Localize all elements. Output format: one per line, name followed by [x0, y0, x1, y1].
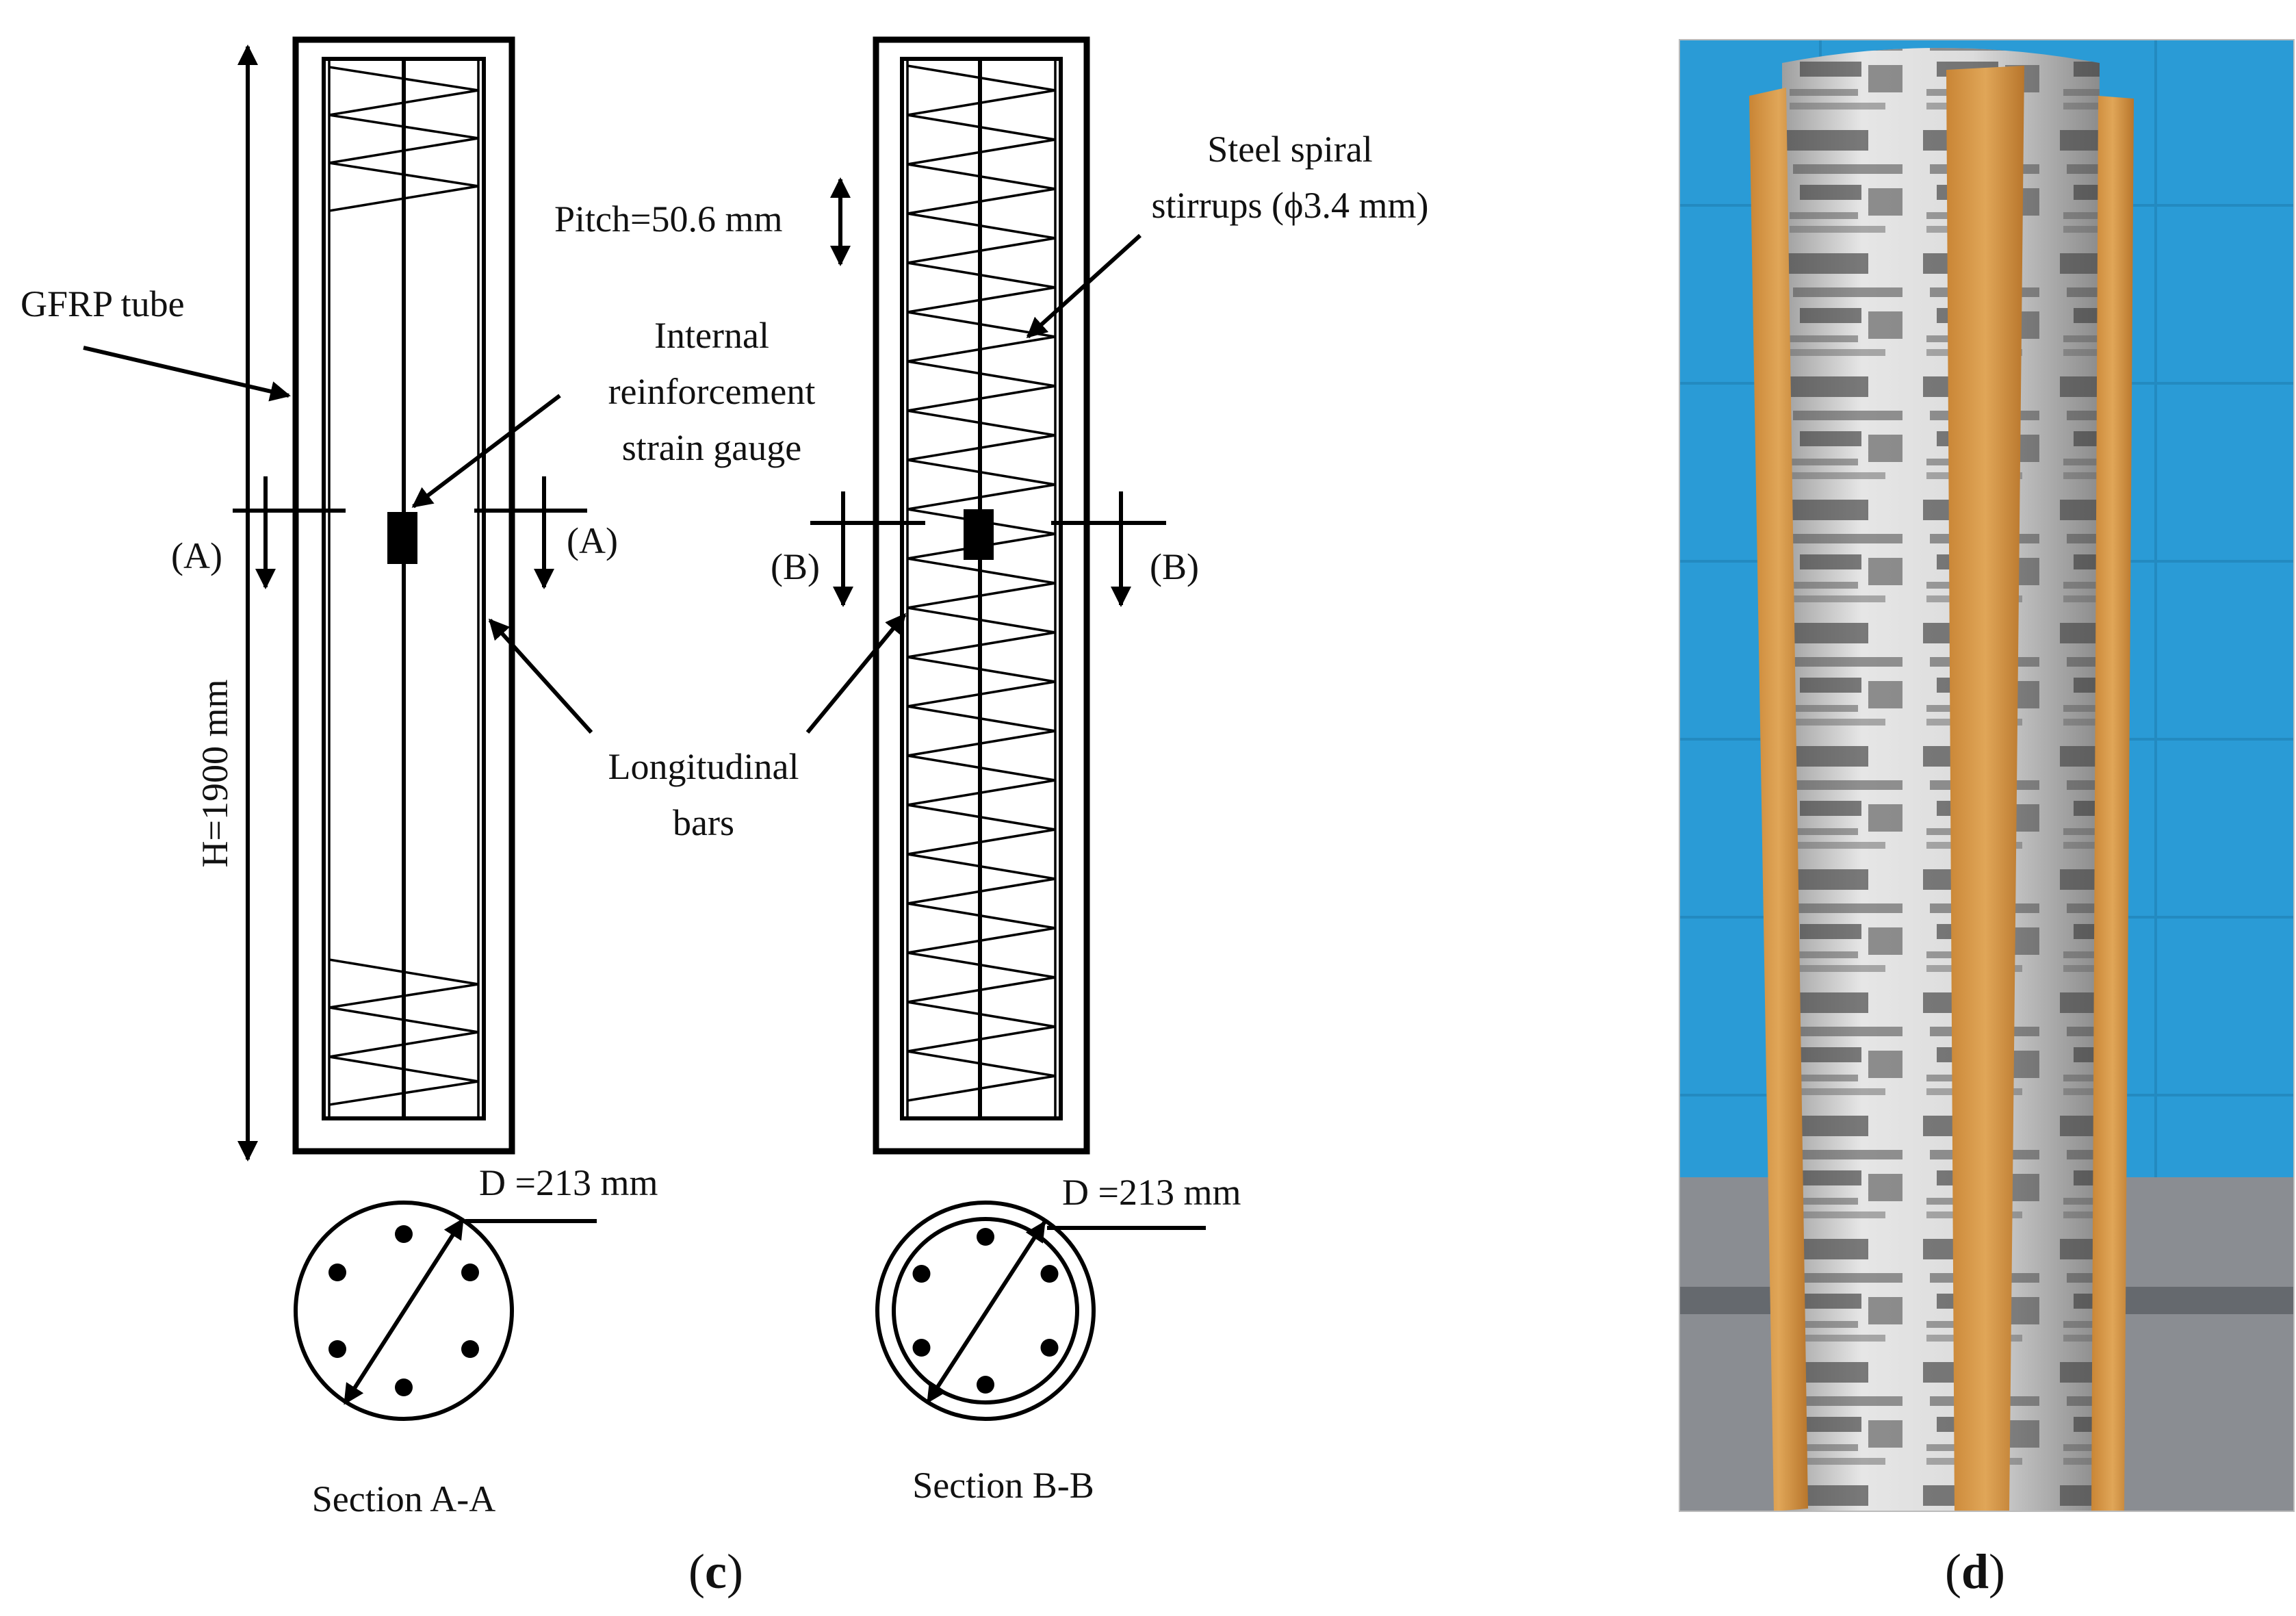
rebar-dot: [328, 1264, 346, 1281]
rebar-dot: [1040, 1339, 1059, 1357]
section-a-diameter-label: D =213 mm: [479, 1162, 658, 1203]
internal-gauge-label-1: Internal: [654, 315, 769, 356]
caption-d: (d): [1945, 1544, 2005, 1599]
section-b-marker-right: (B): [1150, 546, 1199, 587]
height-label: H=1900 mm: [194, 680, 235, 868]
section-a-outer-circle: [294, 1201, 514, 1421]
section-a-marker-right: (A): [567, 520, 618, 561]
photo-column: [1679, 39, 2295, 1512]
spiral-label-1: Steel spiral: [1207, 129, 1372, 170]
spiral-label-2: stirrups (ϕ3.4 mm): [1152, 185, 1429, 226]
wood-strip-center: [1946, 66, 2024, 1511]
section-b-title: Section B-B: [912, 1465, 1094, 1506]
section-a-marker-left: (A): [171, 535, 222, 576]
rebar-dot: [1040, 1265, 1059, 1283]
wood-strip-left: [1749, 88, 1808, 1511]
section-a-a: D =213 mm Section A-A: [294, 1162, 658, 1519]
section-b-b: D =213 mm Section B-B: [875, 1172, 1241, 1506]
rebar-dot: [977, 1376, 994, 1394]
rebar-dot: [461, 1340, 479, 1358]
strain-gauge-b: [964, 509, 994, 560]
wood-strip-right: [2091, 96, 2134, 1511]
longitudinal-label-1: Longitudinal: [608, 746, 799, 787]
section-a-title: Section A-A: [312, 1478, 495, 1519]
strain-gauge-a: [387, 512, 417, 564]
caption-c: (c): [688, 1544, 743, 1599]
callouts: GFRP tube Internal reinforcement strain …: [21, 129, 1428, 843]
rebar-dot: [912, 1265, 931, 1283]
longitudinal-leader-b: [805, 613, 907, 734]
rebar-dot: [912, 1339, 931, 1357]
elevation-b: Pitch=50.6 mm (B) (B): [554, 36, 1199, 1155]
longitudinal-label-2: bars: [673, 802, 734, 843]
internal-gauge-label-2: reinforcement: [608, 371, 816, 412]
pitch-label: Pitch=50.6 mm: [554, 198, 782, 240]
spiral-top-a: [328, 66, 479, 212]
section-b-outer-circle: [875, 1201, 1096, 1421]
spiral-leader: [1026, 233, 1142, 339]
rebar-dot: [395, 1225, 413, 1243]
rebar-dot: [328, 1340, 346, 1358]
rebar-dot: [461, 1264, 479, 1281]
gfrp-tube-outline-a: [292, 36, 515, 1155]
gfrp-tube-outline-b: [873, 36, 1090, 1155]
rebar-dot: [395, 1378, 413, 1396]
section-b-marker-left: (B): [771, 546, 820, 587]
longitudinal-leader-a: [488, 618, 593, 734]
internal-gauge-leader: [411, 394, 561, 509]
section-b-diameter-label: D =213 mm: [1062, 1172, 1241, 1213]
elevation-a: H=1900 mm (A) (A): [171, 36, 618, 1162]
section-b-diameter-arrow: [926, 1220, 1046, 1404]
internal-gauge-label-3: strain gauge: [622, 427, 801, 468]
gfrp-tube-label: GFRP tube: [21, 283, 185, 324]
rebar-dot: [977, 1228, 994, 1246]
section-a-diameter-arrow: [343, 1218, 465, 1405]
gfrp-tube-leader: [83, 346, 291, 402]
spiral-full-b: [907, 64, 1056, 1102]
photo-frame: [1679, 39, 2295, 1512]
spiral-bottom-a: [328, 958, 479, 1106]
sonotube-print: [1782, 48, 2100, 1511]
